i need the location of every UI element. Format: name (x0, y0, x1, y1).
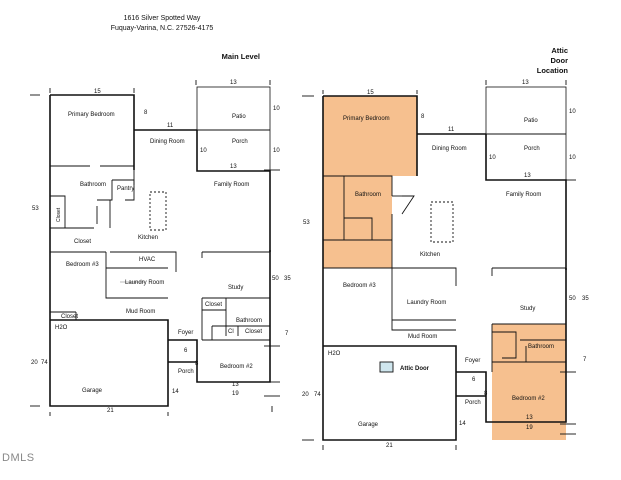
main-dim-21: 21 (107, 408, 114, 414)
main-dim-14: 14 (172, 389, 179, 395)
main-room-cl: Cl (228, 329, 234, 335)
main-room-porch-front: Porch (178, 369, 194, 375)
main-room-closet-small: Closet (56, 207, 62, 222)
attic-room-bedroom3: Bedroom #3 (343, 283, 376, 289)
address-line-2: Fuquay-Varina, N.C. 27526-4175 (110, 25, 214, 32)
attic-title-line-2: Door (550, 56, 569, 65)
main-dim-7: 7 (285, 331, 289, 337)
main-room-closet-foyer: Closet (205, 302, 222, 308)
main-room-laundry: Laundry Room (125, 280, 164, 286)
attic-title-line-1: Attic (551, 46, 568, 55)
address-header: 1616 Silver Spotted Way Fuquay-Varina, N… (62, 14, 262, 34)
attic-room-porch-front: Porch (465, 400, 481, 406)
attic-dim-patio-10: 10 (569, 109, 576, 115)
attic-room-bathroom2: Bathroom (528, 344, 554, 350)
address-line-1: 1616 Silver Spotted Way (123, 15, 201, 22)
attic-dim-porch-13: 13 (524, 173, 531, 179)
attic-dim-35: 35 (582, 296, 589, 302)
main-room-pantry: Pantry (117, 186, 134, 192)
attic-door-location-title: Attic Door Location (508, 46, 568, 76)
main-level-title: Main Level (221, 52, 260, 61)
main-dim-top-13: 13 (230, 80, 237, 86)
main-dim-20: 20 (31, 360, 38, 366)
main-room-bathroom2: Bathroom (236, 318, 262, 324)
attic-dim-top-15: 15 (367, 90, 374, 96)
attic-door-label: Attic Door (400, 366, 430, 372)
attic-room-foyer: Foyer (465, 358, 480, 364)
main-dim-53: 53 (32, 206, 39, 212)
attic-dim-6: 6 (472, 377, 476, 383)
attic-room-h2o: H2O (328, 351, 341, 357)
attic-dim-porch-10-right: 10 (569, 155, 576, 161)
attic-title-line-3: Location (536, 66, 568, 75)
attic-room-laundry: Laundry Room (407, 300, 446, 306)
attic-dim-20: 20 (302, 392, 309, 398)
attic-dim-bottom-13: 13 (526, 415, 533, 421)
main-room-mud-room: Mud Room (126, 309, 155, 315)
attic-dim-porch-10-left: 10 (489, 155, 496, 161)
attic-room-garage: Garage (358, 422, 379, 428)
main-room-porch-rear: Porch (232, 139, 248, 145)
main-room-closet-mud: Closet (61, 314, 78, 320)
main-dim-patio-10: 10 (273, 106, 280, 112)
main-room-dining-room: Dining Room (150, 139, 185, 145)
main-room-closet-bath2: Closet (245, 329, 262, 335)
attic-room-dining-room: Dining Room (432, 146, 467, 152)
main-dim-porch-10-left: 10 (200, 148, 207, 154)
main-dim-porch-10-right: 10 (273, 148, 280, 154)
main-dim-top-15: 15 (94, 89, 101, 95)
attic-dim-74: 74 (314, 392, 321, 398)
attic-room-patio: Patio (524, 118, 538, 124)
attic-room-bathroom: Bathroom (355, 192, 381, 198)
main-dim-11: 11 (167, 123, 174, 129)
attic-room-mud-room: Mud Room (408, 334, 437, 340)
main-dim-74: 74 (41, 360, 48, 366)
attic-dim-50: 50 (569, 296, 576, 302)
main-room-patio: Patio (232, 114, 246, 120)
main-room-study: Study (228, 285, 243, 291)
main-dim-50: 50 (272, 276, 279, 282)
main-room-family-room: Family Room (214, 182, 249, 188)
highlighted-rooms (323, 96, 566, 440)
attic-door-marker (379, 361, 394, 373)
main-dim-porch-13: 13 (230, 164, 237, 170)
main-room-kitchen: Kitchen (138, 235, 158, 241)
main-room-bedroom3: Bedroom #3 (66, 262, 99, 268)
main-dim-8: 8 (144, 110, 148, 116)
attic-dim-19: 19 (526, 425, 533, 431)
attic-dim-top-13: 13 (522, 80, 529, 86)
attic-room-primary-bedroom: Primary Bedroom (343, 116, 390, 122)
main-room-bedroom2: Bedroom #2 (220, 364, 253, 370)
attic-room-porch-rear: Porch (524, 146, 540, 152)
attic-dim-8: 8 (421, 114, 425, 120)
main-dim-19: 19 (232, 391, 239, 397)
main-dim-8-porch: 8 (195, 361, 199, 367)
main-room-foyer: Foyer (178, 330, 193, 336)
attic-room-bedroom2: Bedroom #2 (512, 396, 545, 402)
attic-dim-11: 11 (448, 127, 455, 133)
attic-dim-53: 53 (303, 220, 310, 226)
attic-room-kitchen: Kitchen (420, 252, 440, 258)
main-dim-35: 35 (284, 276, 291, 282)
attic-dim-14: 14 (459, 421, 466, 427)
attic-dim-8-porch: 8 (484, 391, 488, 397)
main-room-hvac: HVAC (139, 257, 156, 263)
main-room-bathroom: Bathroom (80, 182, 106, 188)
attic-dim-21: 21 (386, 443, 393, 449)
main-dim-bottom-13: 13 (232, 382, 239, 388)
attic-dim-7: 7 (583, 357, 587, 363)
dmls-watermark: DMLS (2, 452, 35, 464)
attic-room-study: Study (520, 306, 535, 312)
main-room-primary-bedroom: Primary Bedroom (68, 112, 115, 118)
main-room-closet-hall: Closet (74, 239, 91, 245)
attic-room-family-room: Family Room (506, 192, 541, 198)
main-dim-6: 6 (184, 348, 188, 354)
main-room-h2o: H2O (55, 325, 68, 331)
main-room-garage: Garage (82, 388, 103, 394)
